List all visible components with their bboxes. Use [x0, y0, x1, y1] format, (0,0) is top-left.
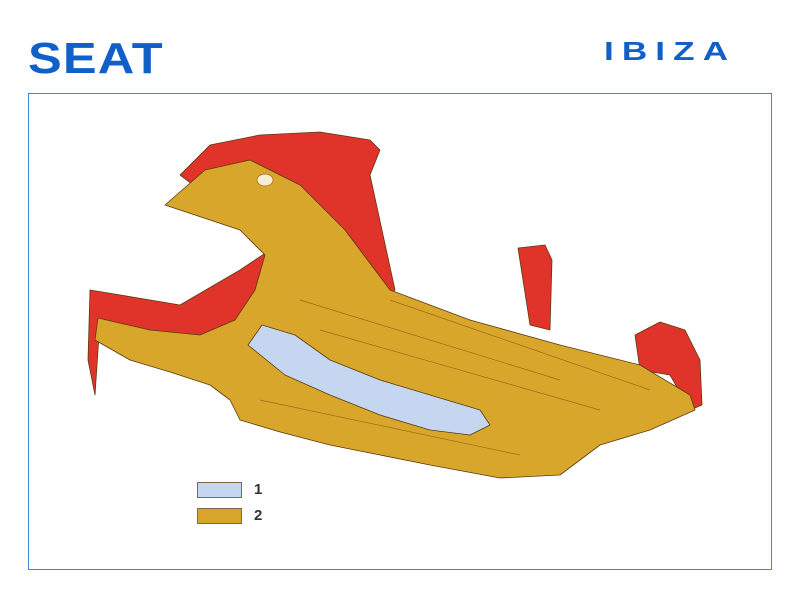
- legend-item-2: 2: [197, 507, 262, 524]
- diagram-frame: [28, 93, 772, 570]
- seat-logo: SEAT: [28, 34, 164, 83]
- tunnel-part-1: [247, 324, 491, 436]
- legend-swatch-1: [197, 481, 242, 498]
- legend-swatch-2: [197, 507, 242, 524]
- floor-part-2: [94, 159, 696, 479]
- legend-item-1: 1: [197, 481, 262, 498]
- legend-label-2: 2: [254, 507, 263, 524]
- ibiza-logo: IBIZA: [604, 36, 737, 66]
- b-pillar-red: [517, 244, 553, 331]
- legend-label-1: 1: [254, 481, 263, 498]
